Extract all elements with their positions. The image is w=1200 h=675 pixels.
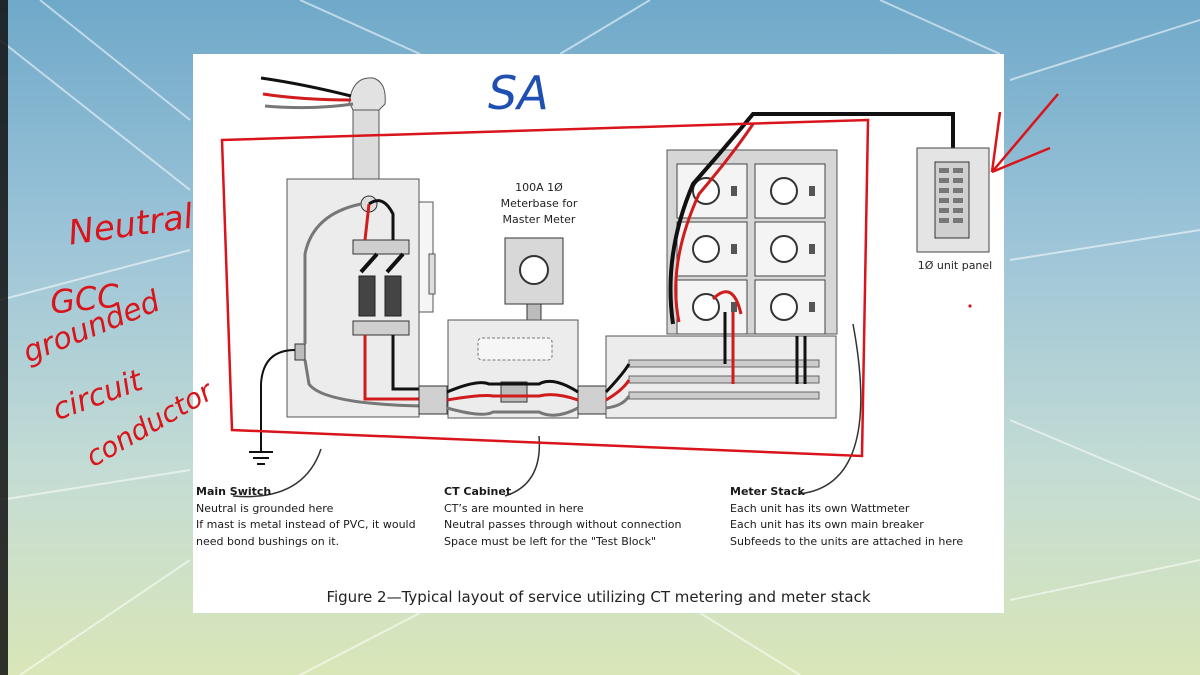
ct-cabinet-title: CT Cabinet [444,485,512,498]
meterbase-label: 100A 1Ø Meterbase for Master Meter [500,181,578,226]
meter-stack-callout: Meter Stack Each unit has its own Wattme… [730,485,964,548]
unit-panel-label: 1Ø unit panel [917,259,993,272]
main-switch-callout: Main Switch Neutral is grounded here If … [196,485,416,548]
master-meterbase [504,237,564,321]
meter-stack-title: Meter Stack [730,485,805,498]
main-switch-title: Main Switch [196,485,272,498]
ct-cabinet [418,319,607,419]
main-switch [249,178,436,465]
ct-cabinet-callout: CT Cabinet CT’s are mounted in here Neut… [444,485,682,548]
initials-annotation: SA [488,66,549,120]
figure-caption: Figure 2—Typical layout of service utili… [326,588,871,606]
unit-panel [916,147,990,253]
